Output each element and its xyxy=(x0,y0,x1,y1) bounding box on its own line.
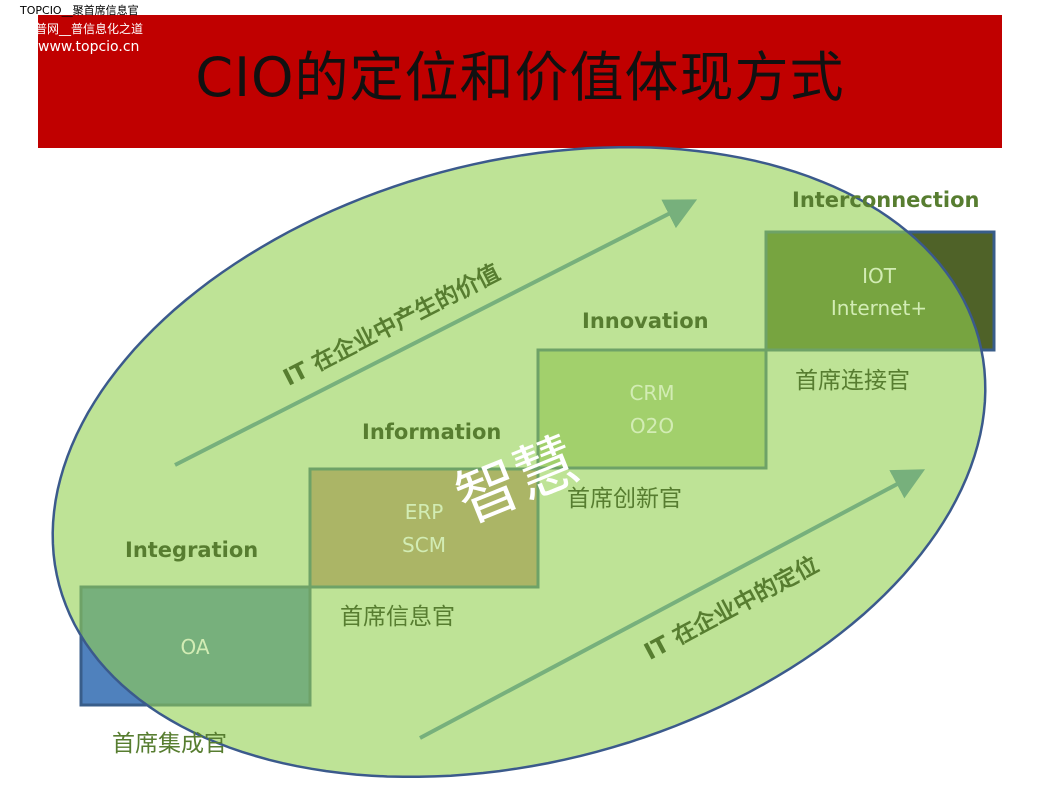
role-integration: 首席集成官 xyxy=(112,731,227,757)
label-interconnection: Interconnection xyxy=(792,188,979,212)
page-title: CIO的定位和价值体现方式 xyxy=(195,46,845,109)
watermark-line-2: 普网__普信息化之道 xyxy=(35,22,144,36)
box-text-internet: Internet+ xyxy=(831,296,927,320)
watermark-line-3: www.topcio.cn xyxy=(38,39,140,55)
wisdom-ellipse xyxy=(51,145,987,779)
role-interconnection: 首席连接官 xyxy=(795,368,910,394)
box-text-scm: SCM xyxy=(402,533,446,557)
label-information: Information xyxy=(362,420,501,444)
watermark-line-1: TOPCIO__聚首席信息官 xyxy=(20,4,139,17)
box-text-crm: CRM xyxy=(629,381,674,405)
role-information: 首席信息官 xyxy=(340,604,455,630)
box-text-oa: OA xyxy=(180,635,209,659)
box-text-iot: IOT xyxy=(862,264,897,288)
box-text-erp: ERP xyxy=(405,500,444,524)
box-text-o2o: O2O xyxy=(630,414,674,438)
role-innovation: 首席创新官 xyxy=(567,486,682,512)
label-innovation: Innovation xyxy=(582,309,709,333)
label-integration: Integration xyxy=(125,538,258,562)
title-banner xyxy=(38,15,1002,148)
